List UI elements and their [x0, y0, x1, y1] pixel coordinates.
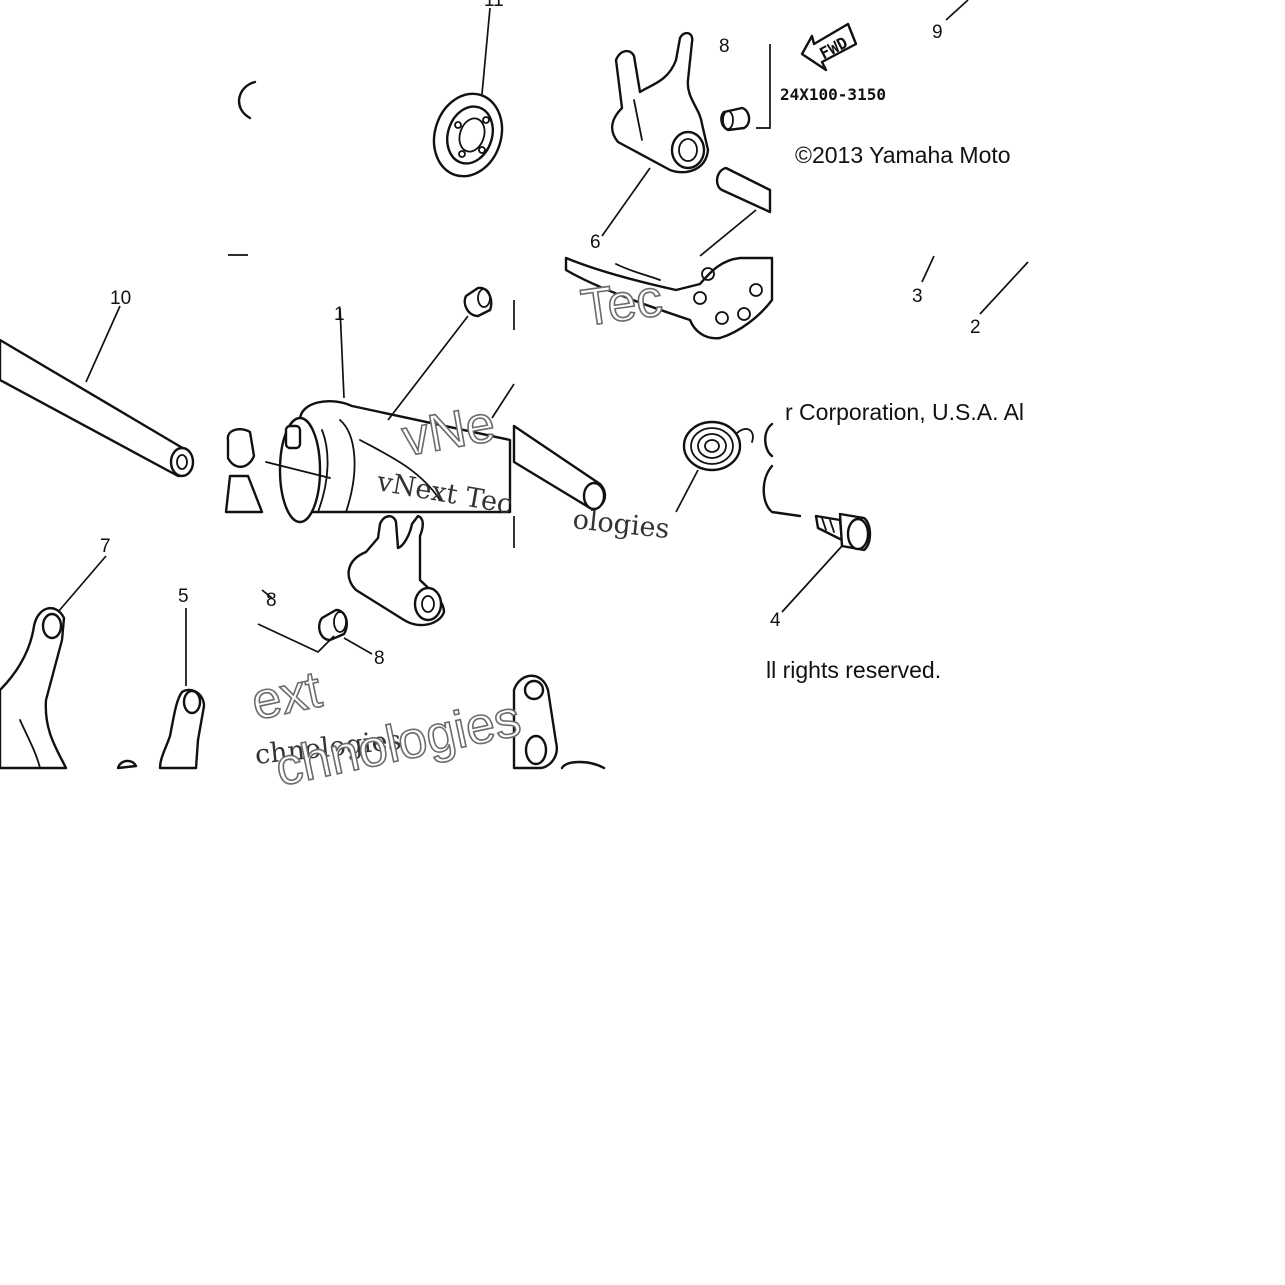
part-shift-fork-lower — [347, 514, 446, 627]
callout-9: 9 — [932, 22, 943, 43]
part-segment-gear — [564, 256, 774, 340]
part-shift-rod — [491, 383, 607, 548]
callout-1: 1 — [334, 304, 345, 325]
callout-6: 6 — [590, 232, 601, 253]
callout-2: 2 — [970, 317, 981, 338]
part-1-shift-cam — [224, 399, 512, 524]
watermark-4: ext — [246, 660, 326, 731]
copyright-line-1: ©2013 Yamaha Moto — [795, 142, 1011, 168]
watermark-1: Tec — [578, 269, 666, 338]
part-8-pin-top — [720, 106, 751, 132]
part-pin-upper — [463, 286, 493, 318]
part-5-shift-fork — [116, 688, 206, 770]
callout-3: 3 — [912, 286, 923, 307]
callout-4: 4 — [770, 610, 781, 631]
callout-11: 11 — [484, 0, 504, 11]
fwd-arrow-icon: FWD — [800, 22, 858, 72]
callout-8-left: 8 — [266, 590, 277, 611]
callout-7: 7 — [100, 536, 111, 557]
watermark-2: ologies — [571, 504, 671, 545]
part-spring — [682, 420, 754, 472]
part-11-bearing — [432, 92, 504, 178]
part-10-guide-bar — [0, 338, 195, 478]
part-4-bolt — [814, 512, 872, 552]
part-7-shift-fork — [0, 607, 68, 770]
callout-8-top: 8 — [719, 36, 730, 57]
copyright-line-3: ll rights reserved. — [766, 657, 941, 683]
copyright-line-2: r Corporation, U.S.A. Al — [785, 399, 1024, 425]
callout-10: 10 — [110, 288, 131, 309]
callout-8-middle: 8 — [374, 648, 385, 669]
part-code: 24X100-3150 — [780, 85, 886, 104]
part-lever — [512, 674, 606, 770]
part-6-shift-fork — [611, 31, 710, 174]
part-shift-rod-segment — [699, 166, 772, 257]
part-8-pin-middle — [318, 608, 348, 642]
callout-5: 5 — [178, 586, 189, 607]
